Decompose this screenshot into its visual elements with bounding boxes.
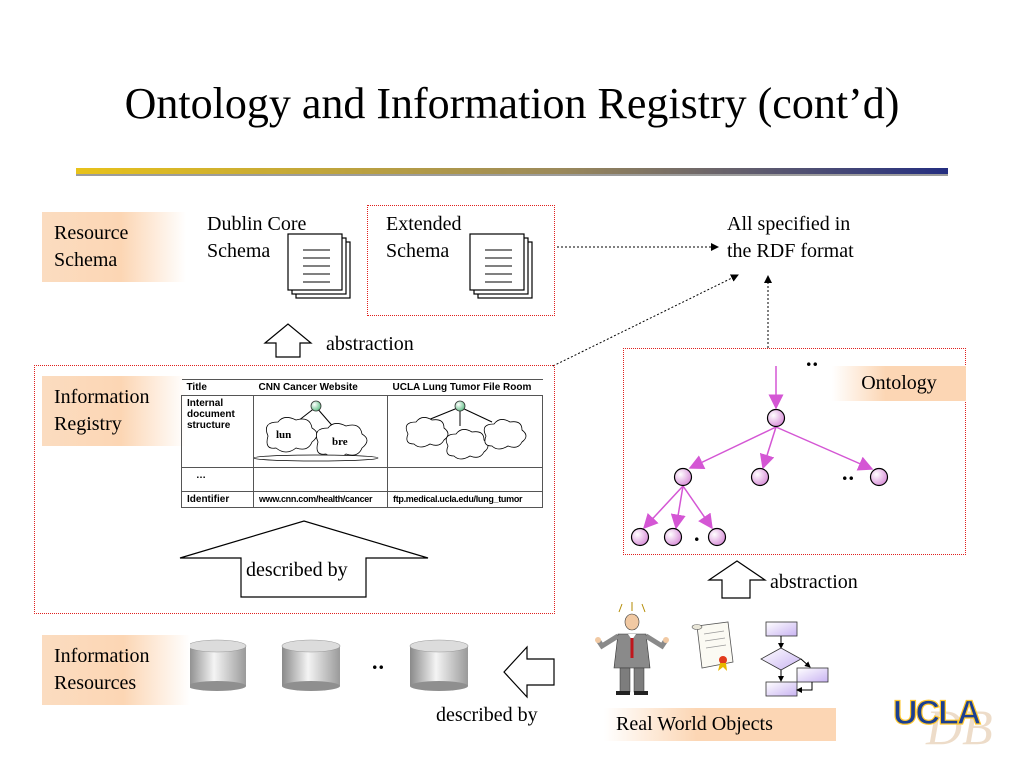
flowchart-icon — [760, 621, 829, 697]
ucla-structure-cell — [387, 395, 543, 468]
ontology-node — [869, 467, 889, 487]
abstraction-up-arrow — [263, 323, 313, 358]
described-by-label-resources: described by — [436, 704, 538, 726]
information-resources-label: Information Resources — [42, 635, 190, 705]
abstraction-label-right: abstraction — [770, 571, 858, 593]
certificate-scroll-icon — [691, 621, 734, 671]
extended-schema-label: Extended Schema — [386, 213, 462, 262]
table-header-cell: Title — [181, 379, 254, 396]
rdf-format-note: All specified in the RDF format — [727, 213, 854, 262]
ontology-node — [630, 527, 650, 547]
described-by-label-registry: described by — [246, 559, 348, 581]
title-rule — [76, 168, 948, 176]
slide-title: Ontology and Information Registry (cont’… — [124, 79, 900, 128]
ucla-logo-wordmark: UCLA — [893, 694, 981, 732]
ontology-ellipsis-top: .. — [806, 346, 819, 371]
ucla-logo: DB UCLA — [892, 693, 993, 755]
table-cell — [253, 467, 388, 492]
resource-schema-label: Resource Schema — [42, 212, 186, 282]
table-row-label: Identifier — [181, 491, 254, 508]
table-cell — [387, 467, 543, 492]
database-cylinder-icon — [409, 639, 469, 691]
dublin-core-schema-label: Dublin Core Schema — [207, 213, 307, 262]
described-by-left-arrow — [503, 645, 555, 699]
ontology-node — [673, 467, 693, 487]
cnn-node-label: bre — [332, 436, 348, 448]
ontology-node — [766, 408, 786, 428]
table-row-label: Internal document structure — [181, 395, 254, 468]
information-registry-box — [34, 365, 555, 614]
ontology-node — [663, 527, 683, 547]
rdf-arrows — [552, 243, 772, 367]
ontology-label: Ontology — [832, 366, 966, 401]
extended-schema-box — [367, 205, 555, 316]
table-row-label: … — [181, 467, 254, 492]
resources-ellipsis: .. — [372, 649, 385, 674]
dublin-core-document-icon — [287, 233, 351, 299]
ontology-box — [623, 348, 966, 555]
cnn-structure-cell: lun bre — [253, 395, 388, 468]
table-row: Internal document structure lun bre — [181, 395, 543, 468]
person-icon — [595, 602, 669, 695]
table-row: … — [181, 467, 543, 492]
ontology-node — [750, 467, 770, 487]
table-cell: www.cnn.com/health/cancer — [253, 491, 388, 508]
ontology-ellipsis-mid: .. — [842, 460, 855, 485]
cnn-structure-graph: lun bre — [253, 400, 379, 462]
table-cell: ftp.medical.ucla.edu/lung_tumor — [387, 491, 543, 508]
information-registry-label: Information Registry — [42, 376, 186, 446]
database-cylinder-icon — [187, 639, 247, 691]
table-row: Identifier www.cnn.com/health/cancer ftp… — [181, 491, 543, 508]
table-header-cell: CNN Cancer Website — [253, 379, 388, 396]
abstraction-label-top: abstraction — [326, 333, 414, 355]
described-by-up-arrow — [179, 520, 429, 598]
real-world-objects-label: Real World Objects — [604, 708, 836, 741]
ucla-structure-graph — [405, 400, 527, 460]
ontology-tree — [630, 366, 889, 547]
ontology-node — [707, 527, 727, 547]
ontology-ellipsis-bottom: . — [694, 521, 701, 546]
table-row: Title CNN Cancer Website UCLA Lung Tumor… — [181, 379, 543, 396]
registry-table: Title CNN Cancer Website UCLA Lung Tumor… — [181, 379, 543, 508]
ucla-logo-watermark: DB — [925, 699, 993, 755]
database-cylinder-icon — [281, 639, 341, 691]
cnn-node-label: lun — [276, 429, 291, 441]
table-header-cell: UCLA Lung Tumor File Room — [387, 379, 543, 396]
abstraction-right-up-arrow — [707, 560, 767, 599]
extended-schema-document-icon — [469, 233, 533, 299]
